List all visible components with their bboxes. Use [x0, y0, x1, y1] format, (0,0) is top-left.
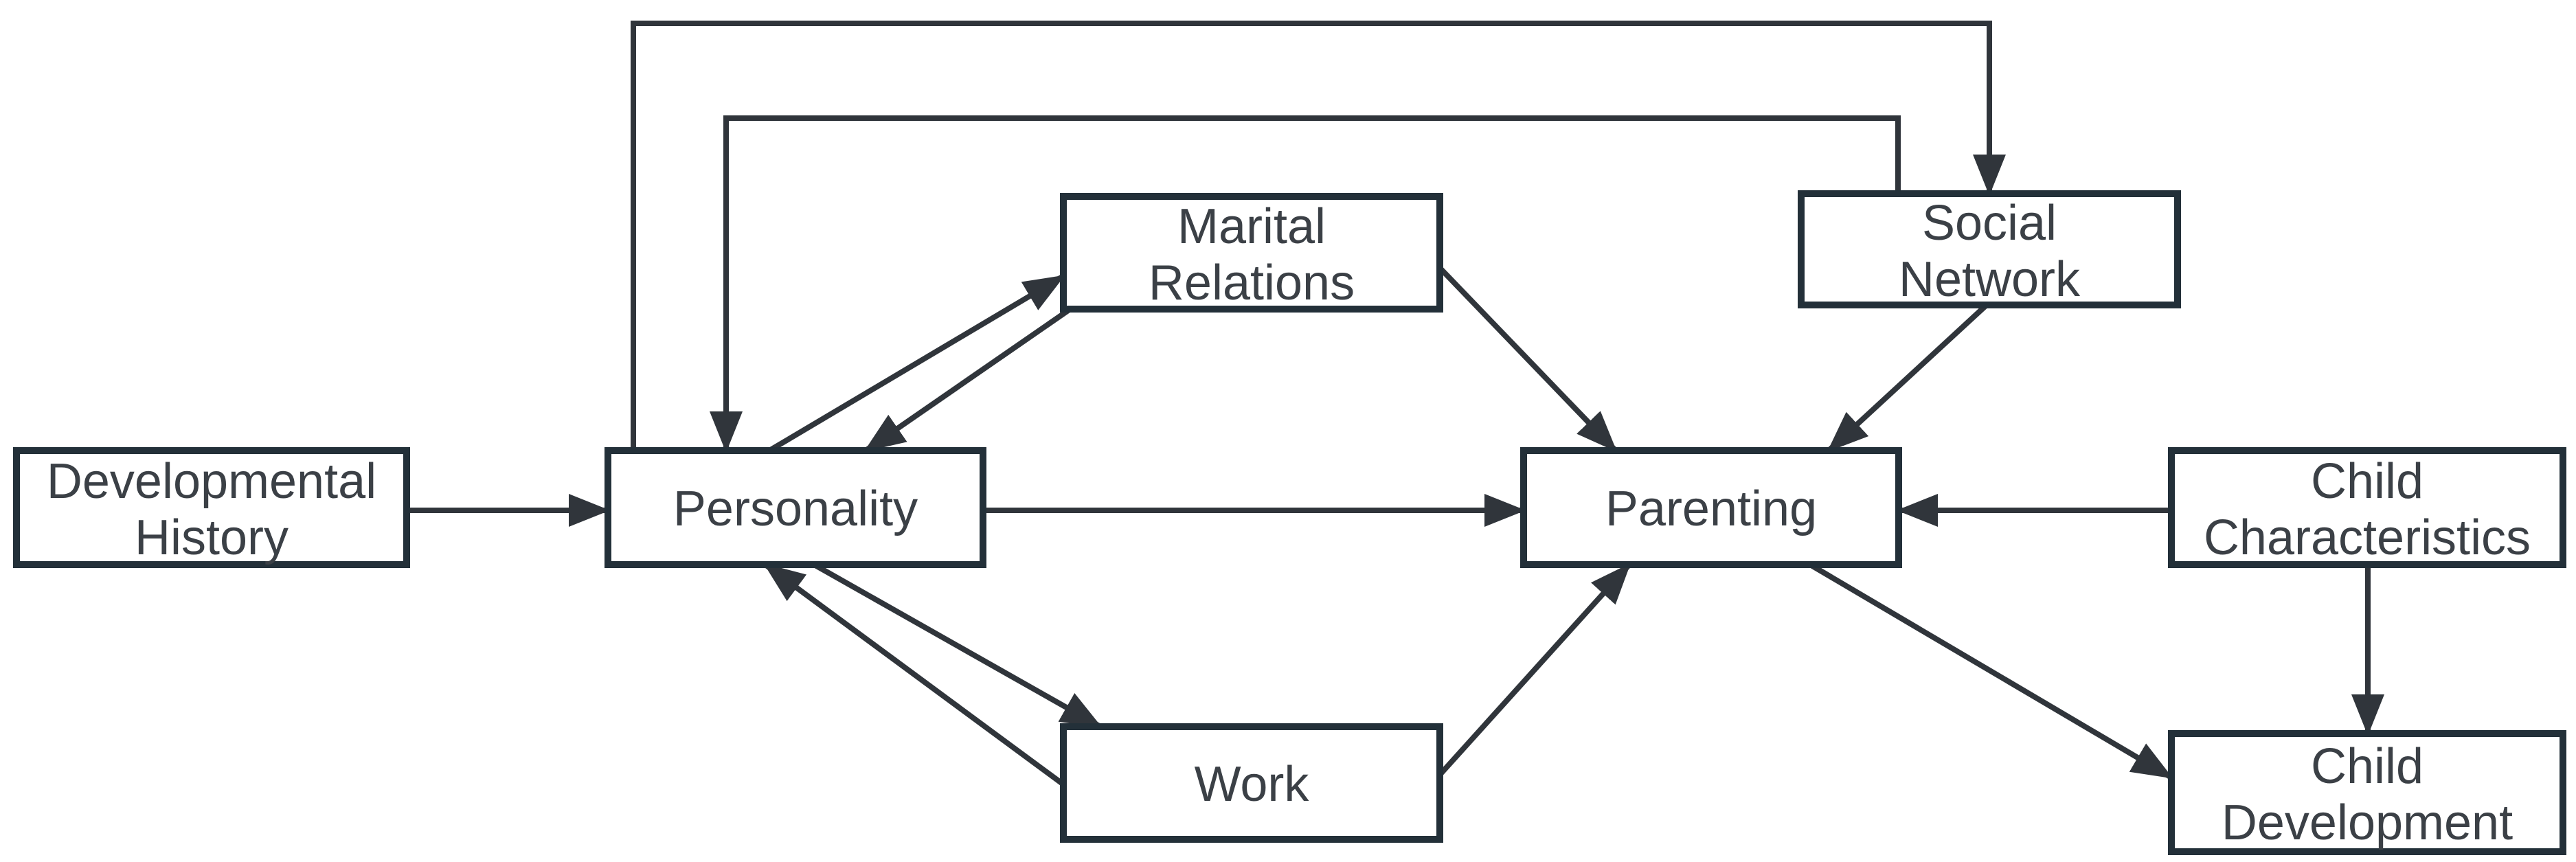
node-personality: Personality	[605, 447, 986, 568]
edge-personality-to-marital-relations	[767, 273, 1065, 453]
edge-personality-to-work	[813, 562, 1103, 729]
node-box-child-characteristics	[2168, 447, 2566, 568]
node-label-line: Relations	[1149, 256, 1355, 310]
edge-social-network-to-parenting	[1827, 303, 1989, 453]
node-box-parenting	[1520, 447, 1902, 568]
node-work: Work	[1060, 723, 1443, 843]
node-label-line: Work	[1195, 757, 1310, 812]
node-box-child-development	[2168, 730, 2566, 855]
edge-marital-relations-to-personality	[863, 306, 1072, 453]
node-label-line: Child	[2311, 739, 2424, 794]
node-label-line: Personality	[673, 481, 918, 536]
node-label-line: Marital	[1177, 199, 1326, 254]
node-box-marital-relations	[1060, 193, 1443, 313]
node-label-line: History	[135, 510, 289, 565]
node-label-work: Work	[1195, 757, 1310, 812]
node-box-personality	[605, 447, 986, 568]
edge-work-to-parenting	[1438, 563, 1631, 777]
edge-personality-to-social-network-top-route	[631, 21, 2006, 451]
node-label-personality: Personality	[673, 481, 918, 536]
edge-parenting-to-child-development	[1808, 562, 2173, 780]
node-box-work	[1060, 723, 1443, 843]
edge-marital-relations-to-parenting	[1438, 266, 1618, 453]
node-parenting: Parenting	[1520, 447, 1902, 568]
node-label-line: Network	[1899, 252, 2081, 307]
node-label-line: Social	[1922, 196, 2057, 251]
node-box-social-network	[1798, 190, 2181, 308]
node-label-line: Characteristics	[2204, 510, 2531, 565]
node-label-line: Developmental	[47, 454, 376, 509]
node-box-developmental-history	[13, 447, 410, 568]
edge-social-network-to-personality-top-route	[710, 115, 1901, 453]
node-label-line: Parenting	[1605, 481, 1817, 536]
edge-work-to-personality	[763, 562, 1065, 787]
node-label-parenting: Parenting	[1605, 481, 1817, 536]
node-label-line: Development	[2222, 795, 2513, 850]
node-label-line: Child	[2311, 454, 2424, 509]
